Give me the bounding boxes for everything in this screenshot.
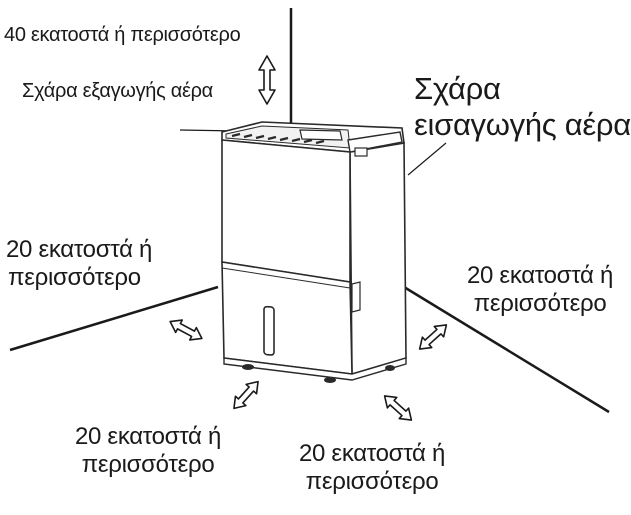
top-clearance-label: 40 εκατοστά ή περισσότερο [4,24,241,46]
right-clearance-label: 20 εκατοστά ή περισσότερο [460,262,620,317]
intake-leader-line [407,142,447,176]
right-clearance-arrow [414,318,452,356]
intake-grille-label-line2: εισαγωγής αέρα [414,106,631,142]
intake-grille-label: Σχάρα εισαγωγής αέρα [414,71,631,142]
front-right-clearance-label-line1: 20 εκατοστά ή [298,440,446,467]
front-left-clearance-label-line2: περισσότερο [81,450,215,478]
front-left-clearance-label: 20 εκατοστά ή περισσότερο [48,423,248,478]
left-wall-line [9,285,219,352]
exhaust-grille-label: Σχάρα εξαγωγής αέρα [22,80,213,102]
front-right-clearance-label: 20 εκατοστά ή περισσότερο [272,440,472,495]
front-left-clearance-arrow [227,376,265,414]
left-clearance-label-line1: 20 εκατοστά ή [6,236,153,263]
front-right-clearance-label-line2: περισσότερο [305,467,439,495]
top-clearance-arrow [258,55,276,105]
right-wall-line [403,285,610,414]
front-right-clearance-arrow [379,389,417,427]
right-clearance-label-line1: 20 εκατοστά ή [466,262,614,289]
dehumidifier-unit [221,121,407,383]
left-clearance-arrow [166,314,206,346]
front-left-clearance-label-line1: 20 εκατοστά ή [74,423,222,450]
right-clearance-label-line2: περισσότερο [473,289,607,317]
intake-grille-label-line1: Σχάρα [414,71,501,106]
left-clearance-label: 20 εκατοστά ή περισσότερο [6,236,152,291]
left-clearance-label-line2: περισσότερο [8,263,141,291]
